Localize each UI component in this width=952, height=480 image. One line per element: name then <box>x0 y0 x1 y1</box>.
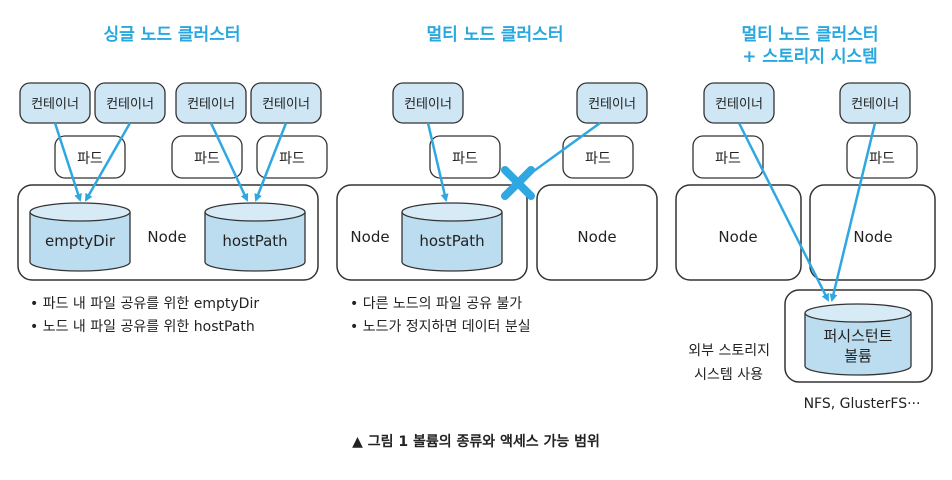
storage-title-line1: 멀티 노드 클러스터 <box>742 24 879 45</box>
pod-box <box>54 135 126 179</box>
hostpath-label: hostPath <box>222 232 287 250</box>
node-label: Node <box>718 228 757 246</box>
container-label: 컨테이너 <box>187 97 235 112</box>
mount-arrow <box>53 122 82 202</box>
container-label: 컨테이너 <box>715 97 763 112</box>
mount-arrow <box>829 122 877 302</box>
figure-caption: ▲ 그림 1 볼륨의 종류와 액세스 가능 범위 <box>352 433 600 450</box>
mount-arrow <box>426 122 449 202</box>
hostpath-volume: hostPath <box>204 202 306 272</box>
pod-label: 파드 <box>452 151 478 167</box>
multi-node-section: 파드 파드 컨테이너 컨테이너 Node Node hostPath • 다른 … <box>336 82 658 335</box>
mount-arrow <box>254 122 288 202</box>
single-node-section: 파드 파드 파드 컨테이너 컨테이너 컨테이너 컨테이너 emptyDir No… <box>17 82 328 335</box>
pod-label: 파드 <box>869 151 895 167</box>
note-line: • 다른 노드의 파일 공유 불가 <box>350 296 522 312</box>
pod-box <box>171 135 243 179</box>
hostpath-volume: hostPath <box>401 202 503 272</box>
emptydir-label: emptyDir <box>45 232 116 250</box>
pod-box <box>692 135 764 179</box>
node-label: Node <box>853 228 892 246</box>
mount-arrow <box>84 122 132 202</box>
storage-examples: NFS, GlusterFS··· <box>804 396 921 412</box>
external-storage-note: 외부 스토리지 <box>688 343 770 359</box>
container-label: 컨테이너 <box>262 97 310 112</box>
storage-title-line2: + 스토리지 시스템 <box>742 47 878 67</box>
container-label: 컨테이너 <box>404 97 452 112</box>
persistent-volume: 퍼시스턴트 볼륨 <box>804 303 912 376</box>
mount-arrow <box>209 122 249 202</box>
note-line: • 노드가 정지하면 데이터 분실 <box>350 319 531 335</box>
blocked-arrow <box>526 121 601 178</box>
external-storage-note: 시스템 사용 <box>694 367 763 383</box>
node-label: Node <box>350 228 389 246</box>
pod-label: 파드 <box>585 151 611 167</box>
container-label: 컨테이너 <box>851 97 899 112</box>
container-label: 컨테이너 <box>106 97 154 112</box>
pod-label: 파드 <box>279 151 305 167</box>
node-label: Node <box>577 228 616 246</box>
pod-box <box>429 135 501 179</box>
single-node-title: 싱글 노드 클러스터 <box>104 25 241 45</box>
container-box <box>576 82 648 124</box>
node-box <box>809 184 936 281</box>
container-label: 컨테이너 <box>31 97 79 112</box>
container-label: 컨테이너 <box>588 97 636 112</box>
pod-box <box>256 135 328 179</box>
pod-label: 파드 <box>77 151 103 167</box>
hostpath-label: hostPath <box>419 232 484 250</box>
node-box <box>536 184 658 281</box>
pod-label: 파드 <box>715 151 741 167</box>
pod-box <box>562 135 634 179</box>
persistent-volume-label: 퍼시스턴트 <box>823 327 892 345</box>
note-line: • 파드 내 파일 공유를 위한 emptyDir <box>30 296 259 312</box>
note-line: • 노드 내 파일 공유를 위한 hostPath <box>30 319 255 335</box>
storage-section: 파드 파드 컨테이너 컨테이너 Node Node 퍼시스턴트 볼륨 외부 스토… <box>675 82 936 412</box>
persistent-volume-label: 볼륨 <box>844 347 872 365</box>
pod-label: 파드 <box>194 151 220 167</box>
multi-node-title: 멀티 노드 클러스터 <box>427 24 564 45</box>
emptydir-volume: emptyDir <box>29 202 131 272</box>
node-label: Node <box>147 228 186 246</box>
node-box <box>675 184 802 281</box>
mount-arrow <box>737 122 830 302</box>
blocked-x-icon <box>501 166 535 200</box>
